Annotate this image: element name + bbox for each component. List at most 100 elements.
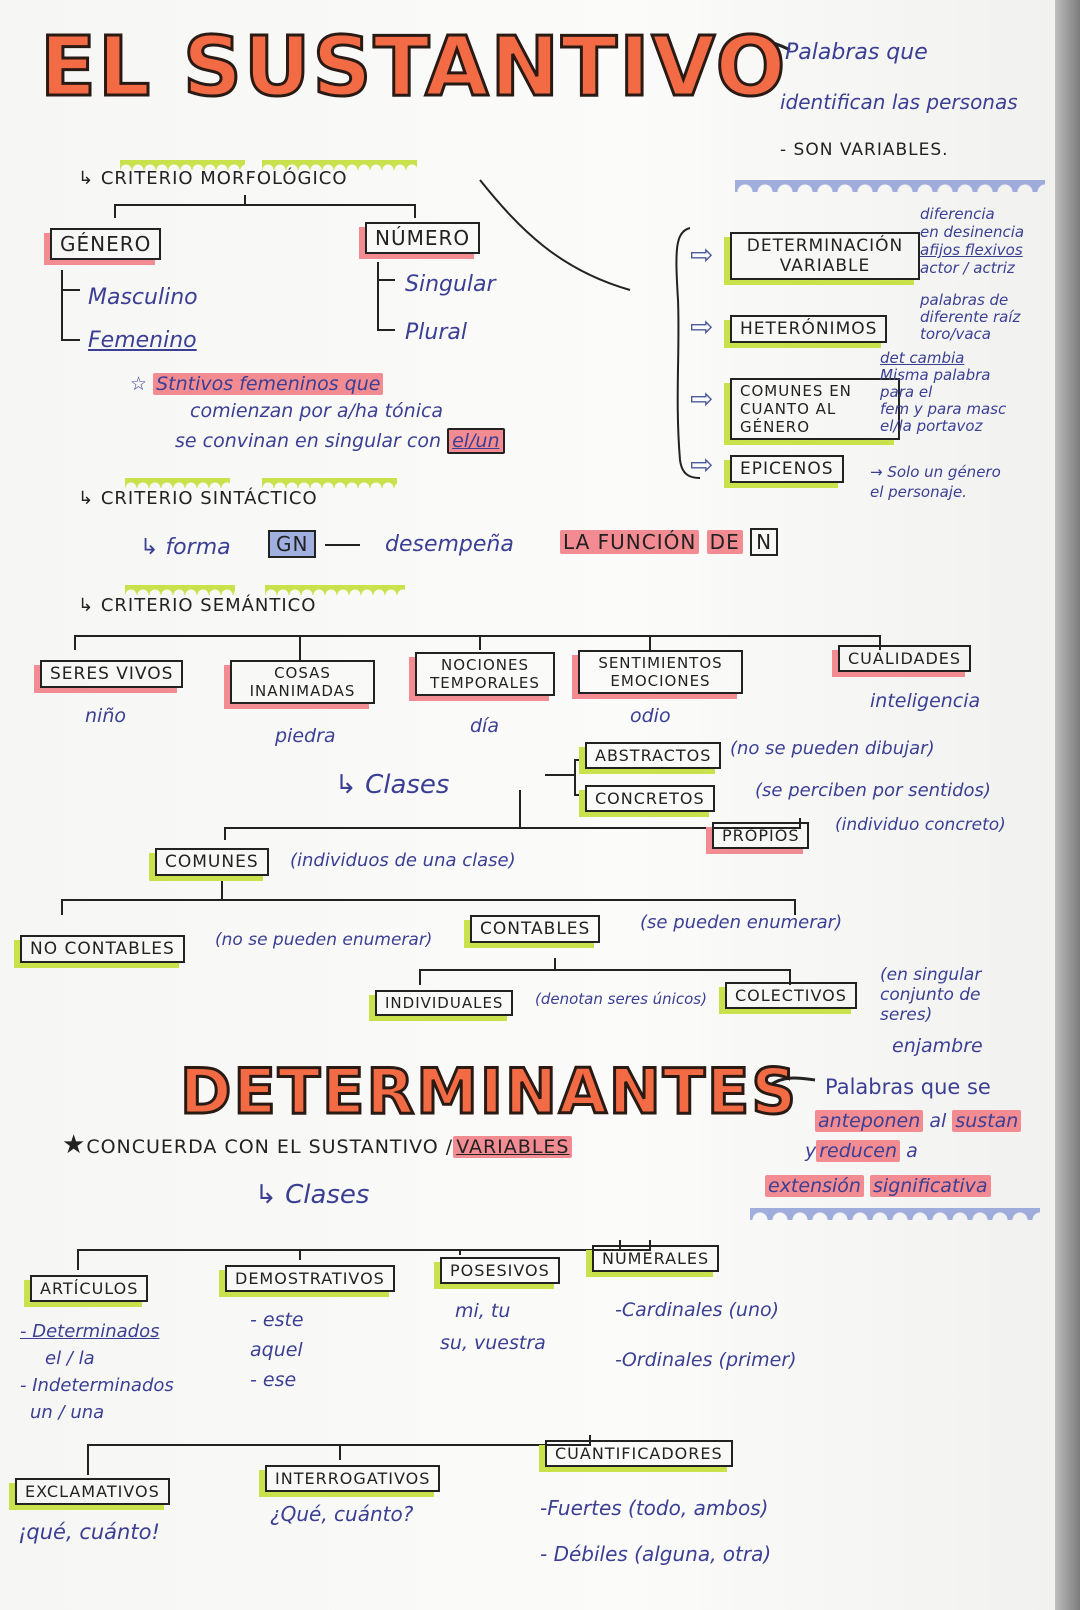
epicenos-box: EPICENOS [730,455,844,483]
no-contables-desc: (no se pueden enumerar) [215,930,433,950]
comunes-tree-line [61,880,796,985]
star-icon: ☆ [130,373,154,395]
morf-tree-line [114,195,416,218]
genero-box: GÉNERO [50,228,162,260]
no-contables-box: NO CONTABLES [20,935,185,963]
propios-box: PROPIOS [712,822,810,849]
det-definition-2: anteponen al sustan [815,1110,1022,1132]
seres-vivos-box: SERES VIVOS [40,660,184,688]
abstractos-box: ABSTRACTOS [585,742,722,769]
definition-line-1: Palabras que [785,40,928,65]
det-clases-tree-line [77,1240,651,1270]
arrow-right-icon: ⇨ [690,238,714,271]
morfologico-label: ↳ CRITERIO MORFOLÓGICO [78,168,348,189]
green-wave [125,478,230,488]
note-line-2: comienzan por a/ha tónica [190,400,444,422]
cuantificadores-list: -Fuertes (todo, ambos)- Débiles (alguna,… [540,1496,772,1566]
funcion-text: LA FUNCIÓN DE N [560,528,779,556]
page-edge-shadow [1055,0,1080,1610]
numerales-list: -Cardinales (uno)-Ordinales (primer) [615,1299,797,1371]
posesivos-box: POSESIVOS [440,1257,560,1284]
clases-tree-line [224,759,801,840]
definition-line-3: - SON VARIABLES. [780,140,949,160]
sentimientos-box: SENTIMIENTOS EMOCIONES [578,650,743,694]
concretos-box: CONCRETOS [585,785,715,812]
semantico-tree-line [74,635,881,660]
note-line-3: se convinan en singular con el/un [175,428,505,454]
exclamativos-box: EXCLAMATIVOS [15,1478,170,1505]
cualidades-box: CUALIDADES [838,645,972,672]
sentimientos-example: odio [630,705,671,727]
gn-box: GN [268,530,317,558]
blue-wave-decoration [735,180,1045,192]
colectivos-box: COLECTIVOS [725,982,857,1009]
concretos-desc: (se perciben por sentidos) [755,780,991,801]
definition-line-2: identifican las personas [780,90,1018,114]
femenino: Femenino [88,328,197,353]
sustantivo-title: EL SUSTANTIVO [38,19,788,117]
sintactico-label: ↳ CRITERIO SINTÁCTICO [78,488,318,509]
determinacion-variable-box: DETERMINACIÓN VARIABLE [730,232,920,280]
colectivos-example: enjambre [892,1035,983,1057]
plural: Plural [405,320,467,345]
green-wave [262,160,417,170]
nociones-box: NOCIONES TEMPORALES [415,652,555,696]
arrow-right-icon: ⇨ [690,382,714,415]
nociones-example: día [470,715,499,737]
det-definition-1: Palabras que se [825,1075,991,1099]
cuantificadores-box: CUANTIFICADORES [545,1440,733,1467]
interrogativos-list: ¿Qué, cuánto? [270,1502,414,1526]
star-icon: ★ [62,1130,87,1160]
singular: Singular [405,272,496,297]
masculino: Masculino [88,285,198,310]
exclamativos-list: ¡qué, cuánto! [18,1520,160,1544]
blue-wave-decoration [750,1208,1040,1220]
arrow-right-icon: ⇨ [690,310,714,343]
cosas-box: COSAS INANIMADAS [230,660,375,704]
det-title-arrow [769,1076,816,1087]
green-wave [125,585,235,595]
comunes-box: COMUNES [155,848,269,876]
contables-box: CONTABLES [470,915,601,943]
cualidades-example: inteligencia [870,690,981,712]
demostrativos-box: DEMOSTRATIVOS [225,1265,395,1292]
arrow-right-icon: ⇨ [690,448,714,481]
green-wave [262,478,397,488]
numero-box: NÚMERO [365,222,481,254]
forma-text: ↳ forma [140,535,231,560]
det-clases-label: ↳ Clases [255,1180,370,1210]
heteronimos-box: HETERÓNIMOS [730,315,888,343]
det-definition-4: extensión significativa [765,1175,991,1197]
curved-arrow-line [479,179,631,291]
concuerda-text: ★CONCUERDA CON EL SUSTANTIVO /VARIABLES [62,1130,573,1160]
desempena-text: desempeña [385,532,514,557]
articulos-box: ARTÍCULOS [30,1275,149,1302]
note-line-1: ☆ Stntivos femeninos que [130,373,384,395]
interrogativos-box: INTERROGATIVOS [265,1465,441,1492]
determinantes-title: DETERMINANTES [178,1054,799,1130]
semantico-label: ↳ CRITERIO SEMÁNTICO [78,595,317,616]
cosas-example: piedra [275,725,336,747]
title-arrow [718,37,791,57]
contables-desc: (se pueden enumerar) [640,912,843,933]
green-wave [265,585,405,595]
propios-desc: (individuo concreto) [835,815,1006,835]
right-brace [675,227,701,479]
notebook-page [0,0,1055,1610]
genero-branch-line [61,270,80,341]
numero-branch-line [377,262,395,331]
comunes-desc: (individuos de una clase) [290,850,516,871]
numerales-box: NUMERALES [592,1245,720,1272]
comunes-genero-box: COMUNES EN CUANTO AL GÉNERO [730,378,900,440]
green-wave [120,160,245,170]
seres-vivos-example: niño [85,705,126,727]
